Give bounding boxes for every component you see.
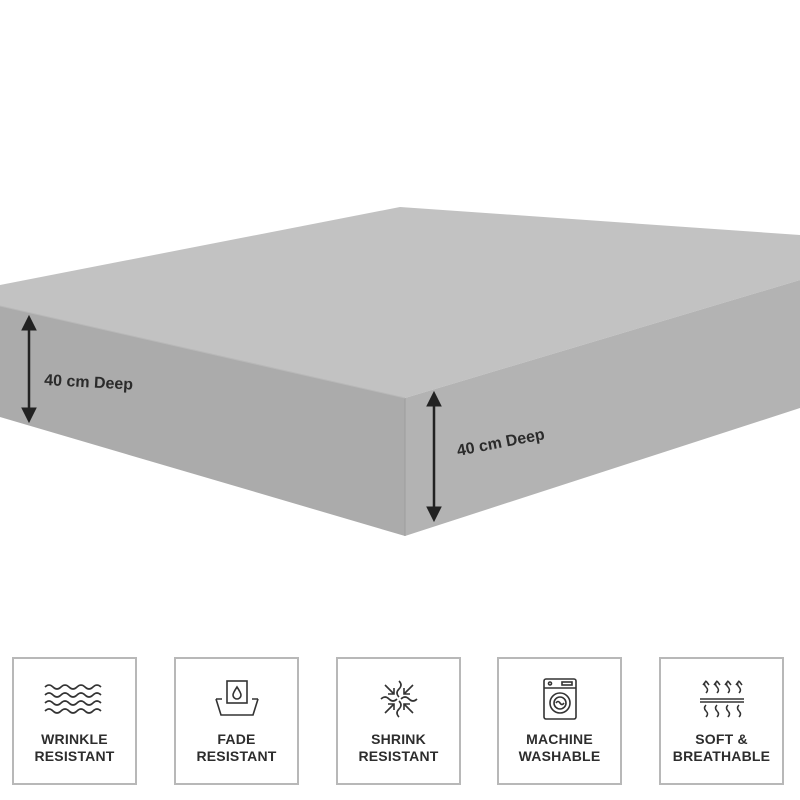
mattress-top-face <box>0 207 800 398</box>
washing-machine-icon <box>499 675 620 723</box>
depth-arrow-left <box>21 314 37 424</box>
drop-in-tray-icon <box>176 675 297 723</box>
depth-arrow-right <box>426 390 442 523</box>
shrink-arrows-icon <box>338 675 459 723</box>
mattress-right-side <box>405 280 800 536</box>
depth-label-left: 40 cm Deep <box>44 372 134 394</box>
waves-icon <box>14 675 135 723</box>
feature-card-breathable: SOFT &BREATHABLE <box>659 657 784 785</box>
breathable-arrows-icon <box>661 675 782 723</box>
mattress-illustration: 40 cm Deep 40 cm Deep <box>0 207 800 536</box>
mattress-left-side <box>0 306 405 536</box>
feature-label: SOFT &BREATHABLE <box>672 731 771 764</box>
